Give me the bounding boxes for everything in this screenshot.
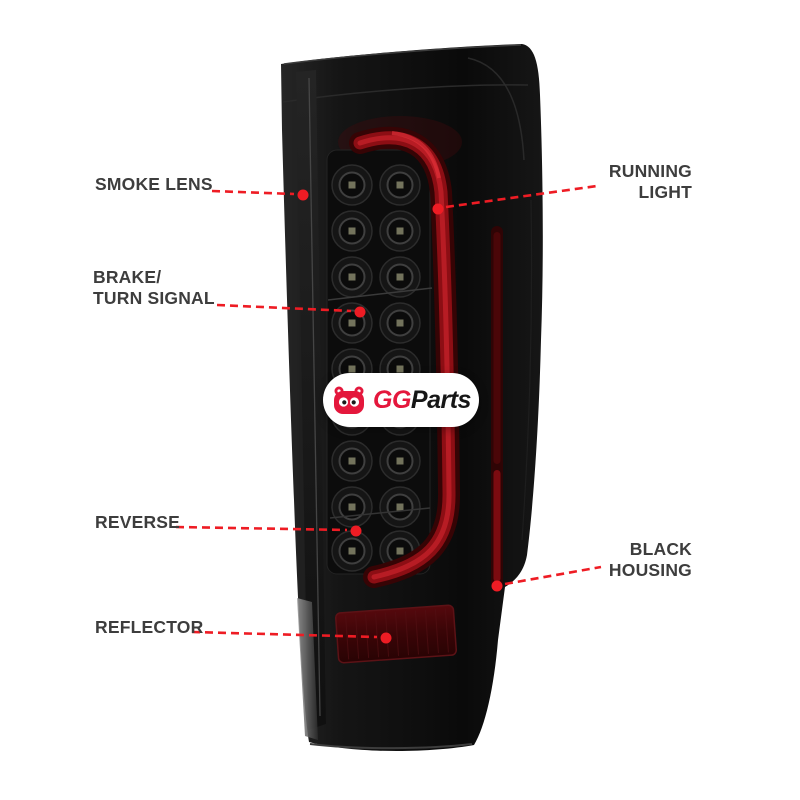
- reflector-leader-line: [191, 630, 378, 639]
- ggparts-logo-watermark: GGParts: [323, 373, 479, 427]
- label-smoke-lens-text: SMOKE LENS: [95, 174, 213, 194]
- label-brake-turn-signal: BRAKE/ TURN SIGNAL: [93, 267, 215, 309]
- smoke-lens-leader-line: [211, 189, 295, 196]
- reflector-pointer-dot: [380, 632, 392, 644]
- reflector-lens: [334, 604, 458, 664]
- reverse-pointer-dot: [350, 525, 362, 537]
- brake-turn-pointer-dot: [354, 306, 366, 318]
- label-brake-line1: BRAKE/: [93, 267, 162, 287]
- label-reflector-text: REFLECTOR: [95, 617, 204, 637]
- ggparts-logo-text: GGParts: [373, 386, 471, 415]
- smoke-lens-strip: [296, 70, 326, 730]
- black-housing-leader-line: [504, 565, 602, 586]
- label-running-light-line1: RUNNING: [608, 161, 692, 181]
- label-running-light: RUNNING LIGHT: [609, 161, 692, 203]
- led-panel: [326, 149, 433, 575]
- leader-lines: [175, 184, 602, 639]
- black-housing-pointer-dot: [491, 580, 503, 592]
- label-brake-line2: TURN SIGNAL: [93, 288, 215, 308]
- running-light-bar: [349, 126, 461, 588]
- logo-text-gg: GG: [373, 385, 411, 414]
- label-black-housing: BLACK HOUSING: [609, 539, 692, 581]
- running-light-pointer-dot: [432, 203, 444, 215]
- label-black-housing-line2: HOUSING: [608, 560, 692, 580]
- label-reflector: REFLECTOR: [95, 617, 203, 638]
- label-smoke-lens: SMOKE LENS: [95, 174, 213, 195]
- logo-text-parts: Parts: [410, 385, 472, 414]
- side-marker-strip: [491, 226, 503, 588]
- brake-turn-leader-line: [216, 303, 352, 313]
- label-black-housing-line1: BLACK: [629, 539, 692, 559]
- mounting-flange: [297, 598, 473, 750]
- smoke-lens-pointer-dot: [297, 189, 309, 201]
- leader-dots: [297, 189, 503, 644]
- label-reverse-text: REVERSE: [95, 512, 181, 532]
- label-reverse: REVERSE: [95, 512, 180, 533]
- ggparts-mascot-icon: [334, 386, 365, 414]
- label-running-light-line2: LIGHT: [638, 182, 692, 202]
- reverse-leader-line: [175, 525, 348, 532]
